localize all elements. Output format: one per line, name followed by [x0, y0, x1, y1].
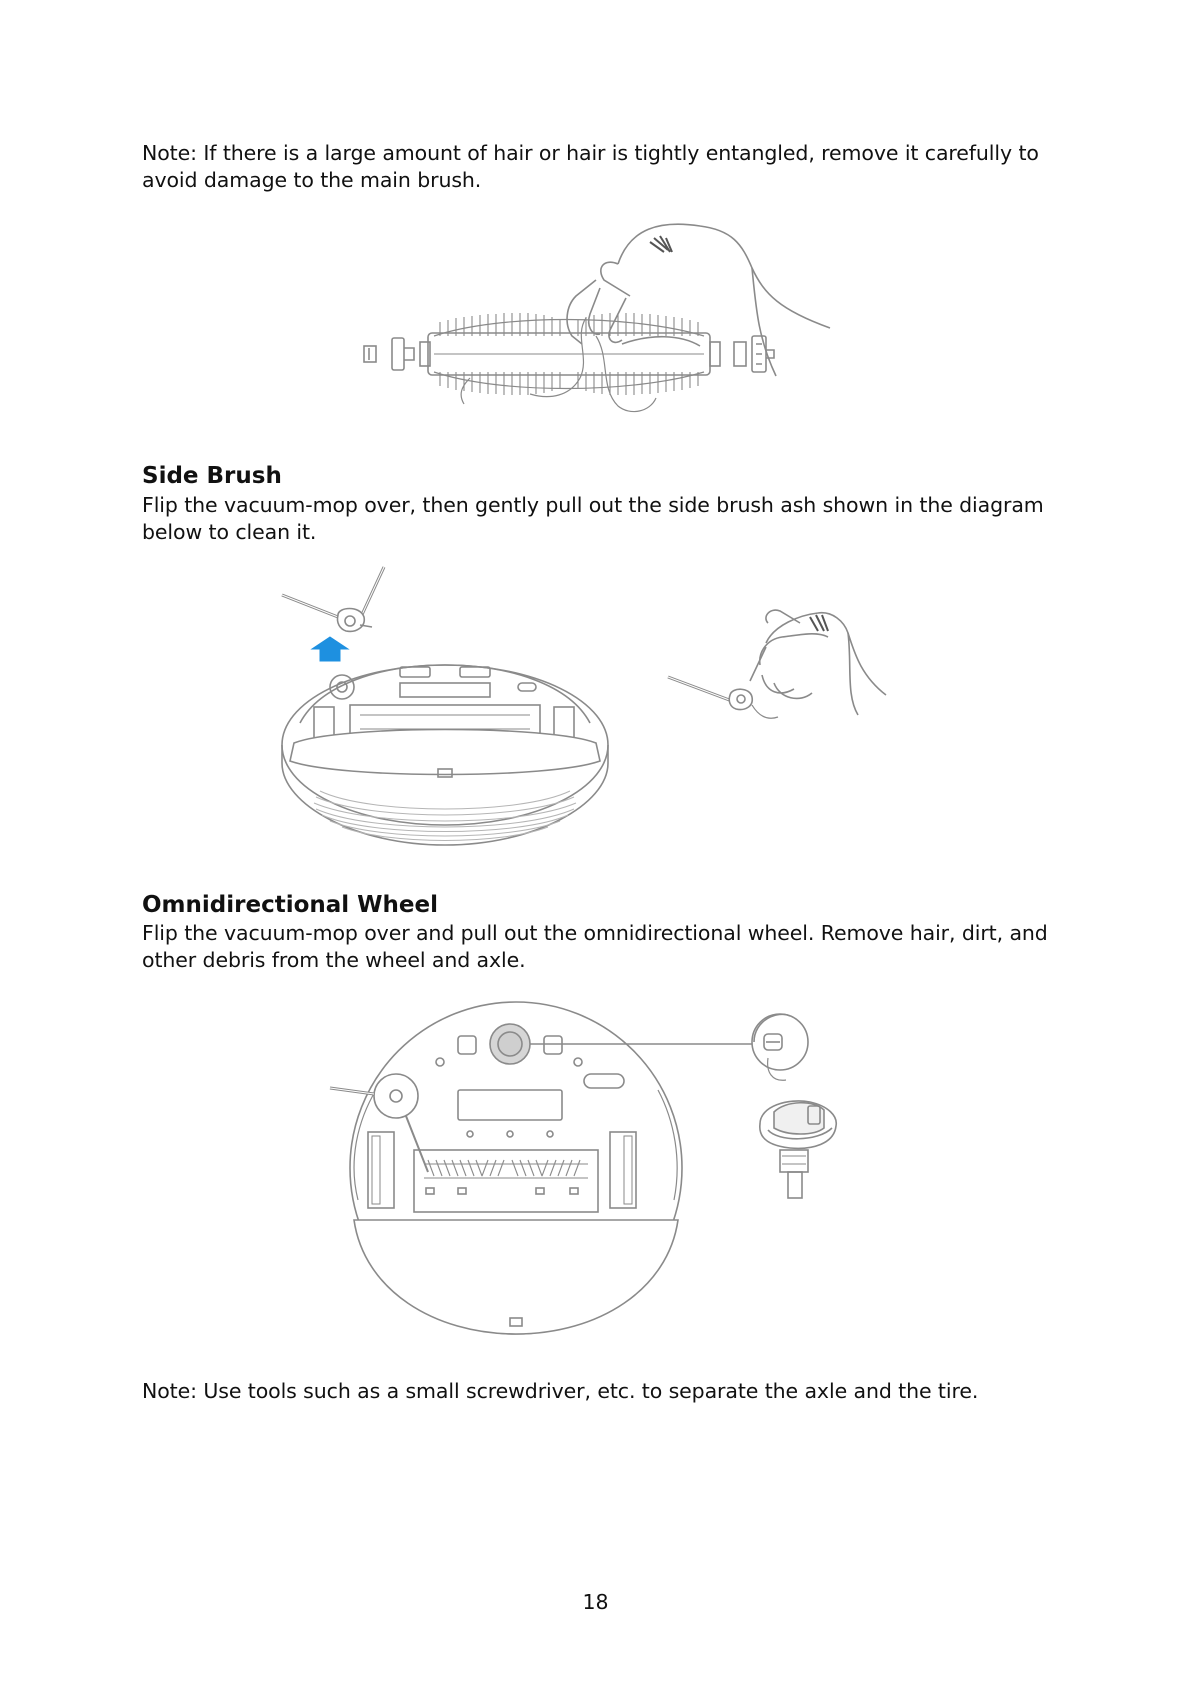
up-arrow-icon — [310, 636, 350, 662]
side-brush-figure — [280, 565, 930, 850]
main-brush-figure — [360, 218, 840, 423]
omni-wheel-heading: Omnidirectional Wheel — [142, 892, 438, 918]
page-number: 18 — [582, 1590, 609, 1614]
omni-wheel-instructions: Flip the vacuum-mop over and pull out th… — [142, 921, 1048, 972]
omni-wheel-note: Note: Use tools such as a small screwdri… — [142, 1379, 979, 1403]
omnidirectional-wheel-icon — [329, 1001, 837, 1335]
main-brush-hair-removal-icon — [363, 223, 831, 413]
omni-wheel-figure — [328, 1000, 868, 1345]
side-brush-removal-icon — [281, 566, 887, 846]
side-brush-instructions: Flip the vacuum-mop over, then gently pu… — [142, 493, 1044, 544]
main-brush-note: Note: If there is a large amount of hair… — [142, 141, 1039, 192]
side-brush-heading: Side Brush — [142, 463, 282, 489]
